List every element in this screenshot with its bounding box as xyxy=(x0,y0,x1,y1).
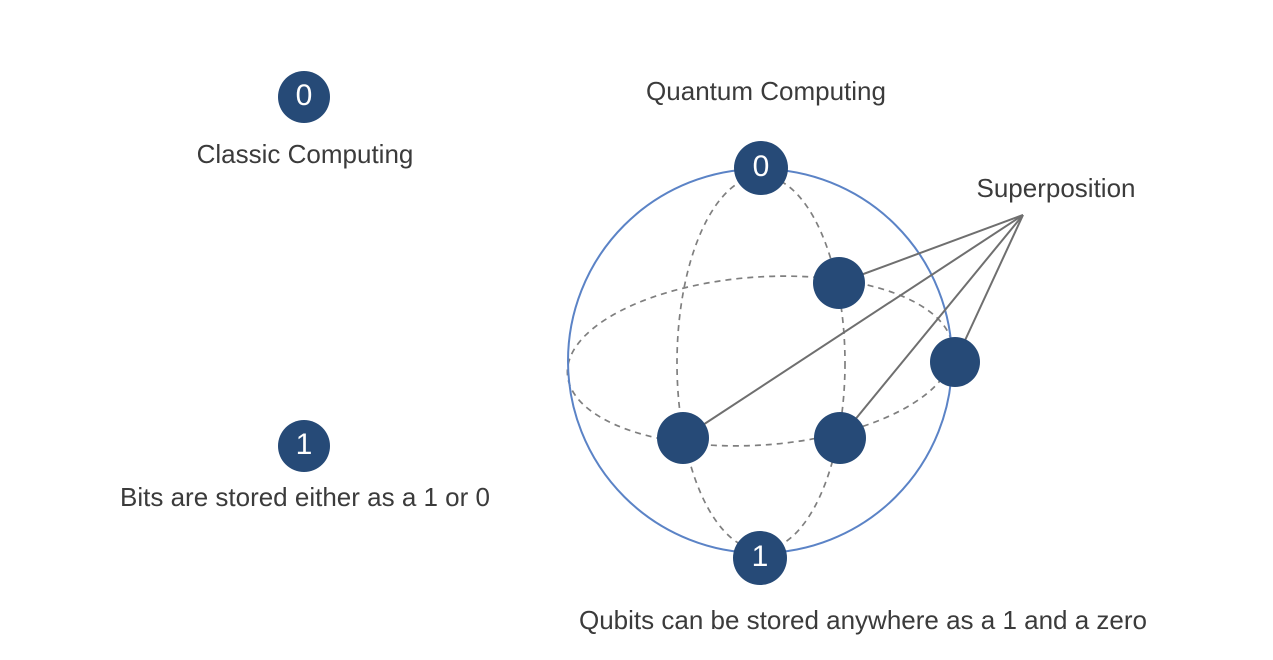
equator-ellipse xyxy=(566,275,954,447)
superposition-pointer-line xyxy=(682,214,1024,439)
bloch-sphere-outline xyxy=(567,168,953,554)
quantum-computing-title: Quantum Computing xyxy=(646,76,886,106)
quantum-computing-caption: Qubits can be stored anywhere as a 1 and… xyxy=(578,605,1148,635)
classic-bit-1-badge: 1 xyxy=(278,420,330,472)
classic-bit-0-badge: 0 xyxy=(278,71,330,123)
classic-computing-title: Classic Computing xyxy=(196,139,414,169)
qubit-dot xyxy=(813,257,865,309)
sphere-state-0-badge: 0 xyxy=(734,141,788,195)
superposition-pointer-line xyxy=(838,214,1024,284)
qubit-dot xyxy=(930,337,980,387)
superposition-pointer-line xyxy=(954,214,1024,363)
qubit-dot xyxy=(814,412,866,464)
superposition-pointer-line xyxy=(839,214,1024,439)
meridian-ellipse xyxy=(676,175,846,551)
qubit-dot xyxy=(657,412,709,464)
sphere-state-1-badge: 1 xyxy=(733,531,787,585)
classic-computing-caption: Bits are stored either as a 1 or 0 xyxy=(120,482,490,512)
superposition-label: Superposition xyxy=(976,173,1136,203)
